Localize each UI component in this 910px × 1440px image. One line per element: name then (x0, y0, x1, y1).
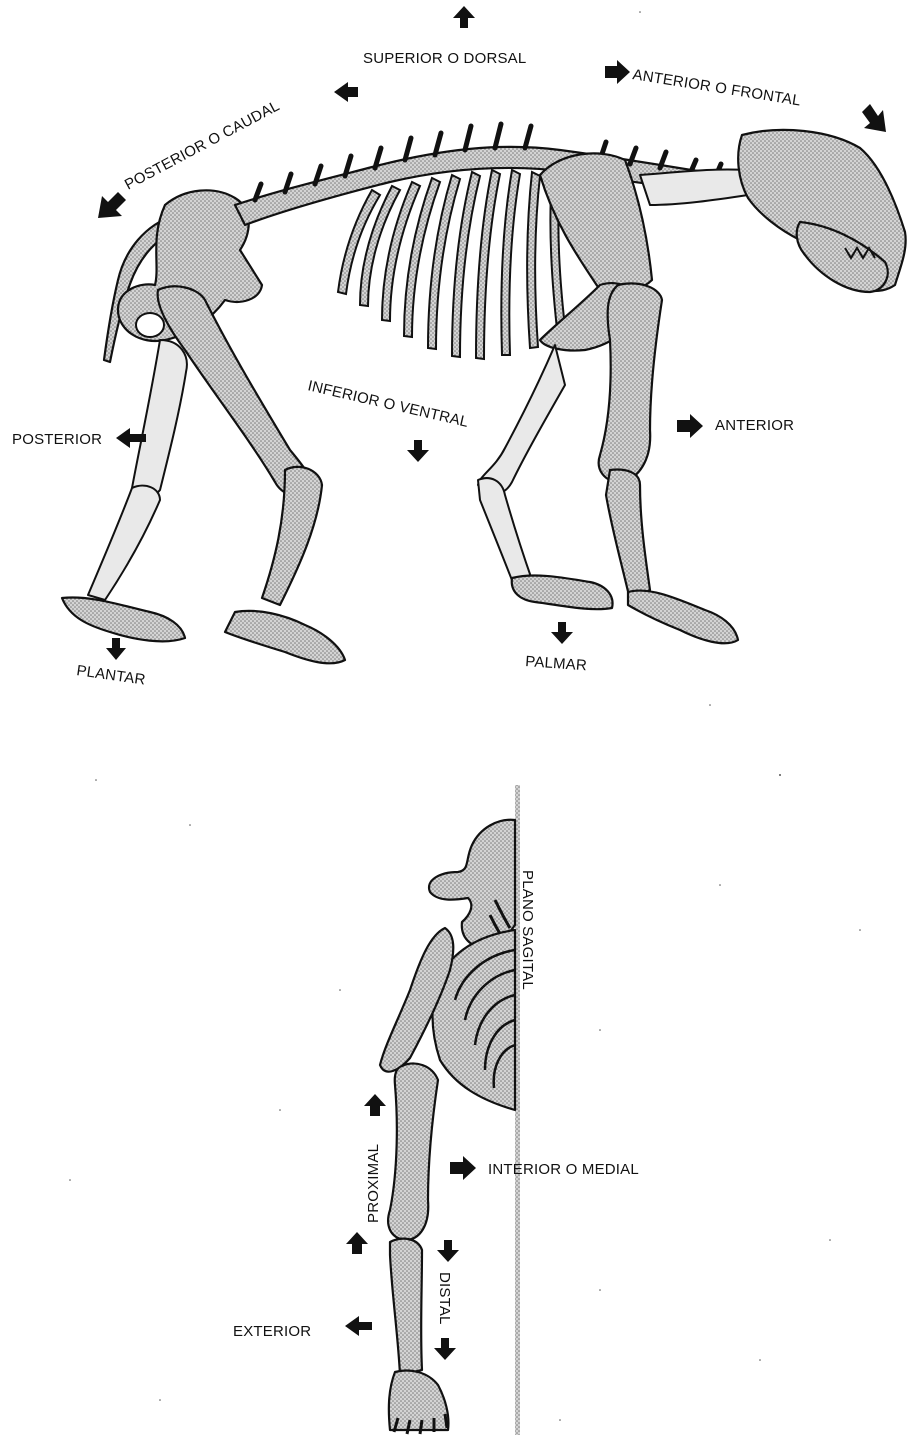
label-inferior-ventral: INFERIOR O VENTRAL (306, 377, 470, 431)
label-palmar: PALMAR (525, 653, 588, 674)
label-interior-medial: INTERIOR O MEDIAL (488, 1161, 639, 1178)
arrow-down-icon (551, 622, 573, 644)
label-distal: DISTAL (436, 1272, 453, 1325)
arrow-down-left-icon (98, 192, 126, 218)
arrow-up-icon (453, 6, 475, 28)
neck-vertebrae (640, 169, 748, 205)
forearm-front-view (390, 1239, 422, 1375)
label-sagittal-plane: PLANO SAGITAL (519, 870, 536, 990)
bear-skeleton-frontal-view (380, 785, 520, 1435)
hind-far-femur-bone (132, 340, 187, 497)
label-exterior: EXTERIOR (233, 1323, 311, 1340)
hind-near-paw-bone (225, 611, 345, 663)
arrow-down-icon (437, 1240, 459, 1262)
arrow-down-icon (434, 1338, 456, 1360)
front-near-leg-bone (599, 283, 662, 482)
front-far-radius-bone (478, 478, 532, 588)
label-posterior-caudal: POSTERIOR O CAUDAL (122, 97, 283, 193)
front-far-paw-bone (512, 575, 613, 609)
arrow-up-icon (346, 1232, 368, 1254)
rib-cage (338, 170, 566, 359)
arrow-up-icon (364, 1094, 386, 1116)
arrow-down-icon (106, 638, 126, 660)
arrow-right-icon (605, 60, 630, 84)
label-anterior: ANTERIOR (715, 417, 794, 434)
hind-near-tibia-bone (262, 467, 322, 605)
arrow-down-right-icon (862, 104, 886, 132)
humerus-front-view (388, 1064, 438, 1240)
label-proximal: PROXIMAL (365, 1144, 382, 1223)
arrow-right-icon (450, 1156, 476, 1180)
front-near-radius-bone (606, 470, 650, 600)
front-near-paw-bone (628, 591, 738, 644)
hip-socket (136, 313, 164, 337)
front-far-leg-bone (478, 345, 565, 494)
label-anterior-frontal: ANTERIOR O FRONTAL (631, 66, 802, 109)
arrow-left-icon (345, 1316, 372, 1336)
directional-labels-top: SUPERIOR O DORSAL ANTERIOR O FRONTAL POS… (12, 6, 886, 689)
bear-skeleton-lateral-view (62, 124, 906, 663)
arrow-right-icon (677, 414, 703, 438)
label-plantar: PLANTAR (75, 662, 146, 689)
arrow-left-icon (334, 82, 358, 102)
label-superior-dorsal: SUPERIOR O DORSAL (363, 50, 526, 67)
label-posterior: POSTERIOR (12, 431, 102, 448)
hind-far-tibia-bone (88, 486, 160, 600)
hind-far-paw-bone (62, 597, 185, 641)
arrow-down-icon (407, 440, 429, 462)
